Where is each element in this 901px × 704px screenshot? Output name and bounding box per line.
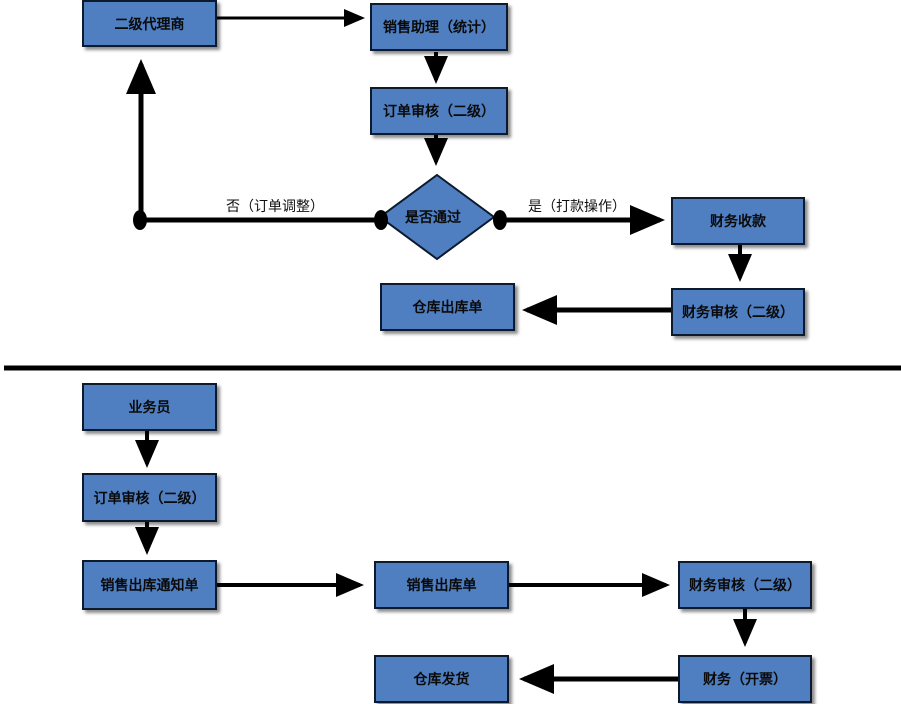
node-label: 订单审核（二级） — [383, 104, 495, 120]
node-label: 财务审核（二级） — [682, 305, 794, 321]
node-label: 销售出库通知单 — [100, 578, 199, 594]
node-label: 仓库出库单 — [412, 300, 483, 316]
node-finance-review-bottom[interactable]: 财务审核（二级） — [678, 561, 812, 609]
node-label: 销售助理（统计） — [383, 20, 495, 36]
node-warehouse-ship[interactable]: 仓库发货 — [374, 655, 509, 703]
approve-label: 是（打款操作） — [528, 199, 626, 215]
node-label: 财务（开票） — [703, 672, 787, 688]
node-label: 业务员 — [128, 400, 171, 416]
node-out-notice[interactable]: 销售出库通知单 — [82, 560, 217, 610]
node-finance-receipt[interactable]: 财务收款 — [671, 197, 805, 245]
decision-label: 是否通过 — [405, 210, 461, 226]
node-finance-review-top[interactable]: 财务审核（二级） — [671, 288, 805, 336]
node-label: 订单审核（二级） — [93, 490, 206, 507]
node-sales-out[interactable]: 销售出库单 — [374, 561, 509, 609]
node-label: 仓库发货 — [413, 672, 470, 688]
junction-dot-decision-right — [493, 210, 507, 230]
junction-dot-decision-left — [374, 210, 388, 230]
node-sales-assistant[interactable]: 销售助理（统计） — [370, 3, 508, 51]
node-label: 二级代理商 — [114, 16, 185, 33]
decision-diamond[interactable] — [378, 173, 496, 261]
node-salesperson[interactable]: 业务员 — [82, 383, 217, 431]
node-order-review-bottom[interactable]: 订单审核（二级） — [82, 473, 217, 522]
node-order-review-top[interactable]: 订单审核（二级） — [370, 87, 508, 135]
node-secondary-agent[interactable]: 二级代理商 — [82, 0, 217, 47]
junction-dot-left — [133, 210, 147, 230]
reject-label: 否（订单调整） — [226, 199, 324, 215]
node-label: 销售出库单 — [406, 578, 477, 594]
node-label: 财务收款 — [710, 214, 766, 230]
node-label: 财务审核（二级） — [689, 578, 801, 594]
node-warehouse-out[interactable]: 仓库出库单 — [380, 283, 515, 331]
node-finance-invoice[interactable]: 财务（开票） — [678, 655, 812, 703]
